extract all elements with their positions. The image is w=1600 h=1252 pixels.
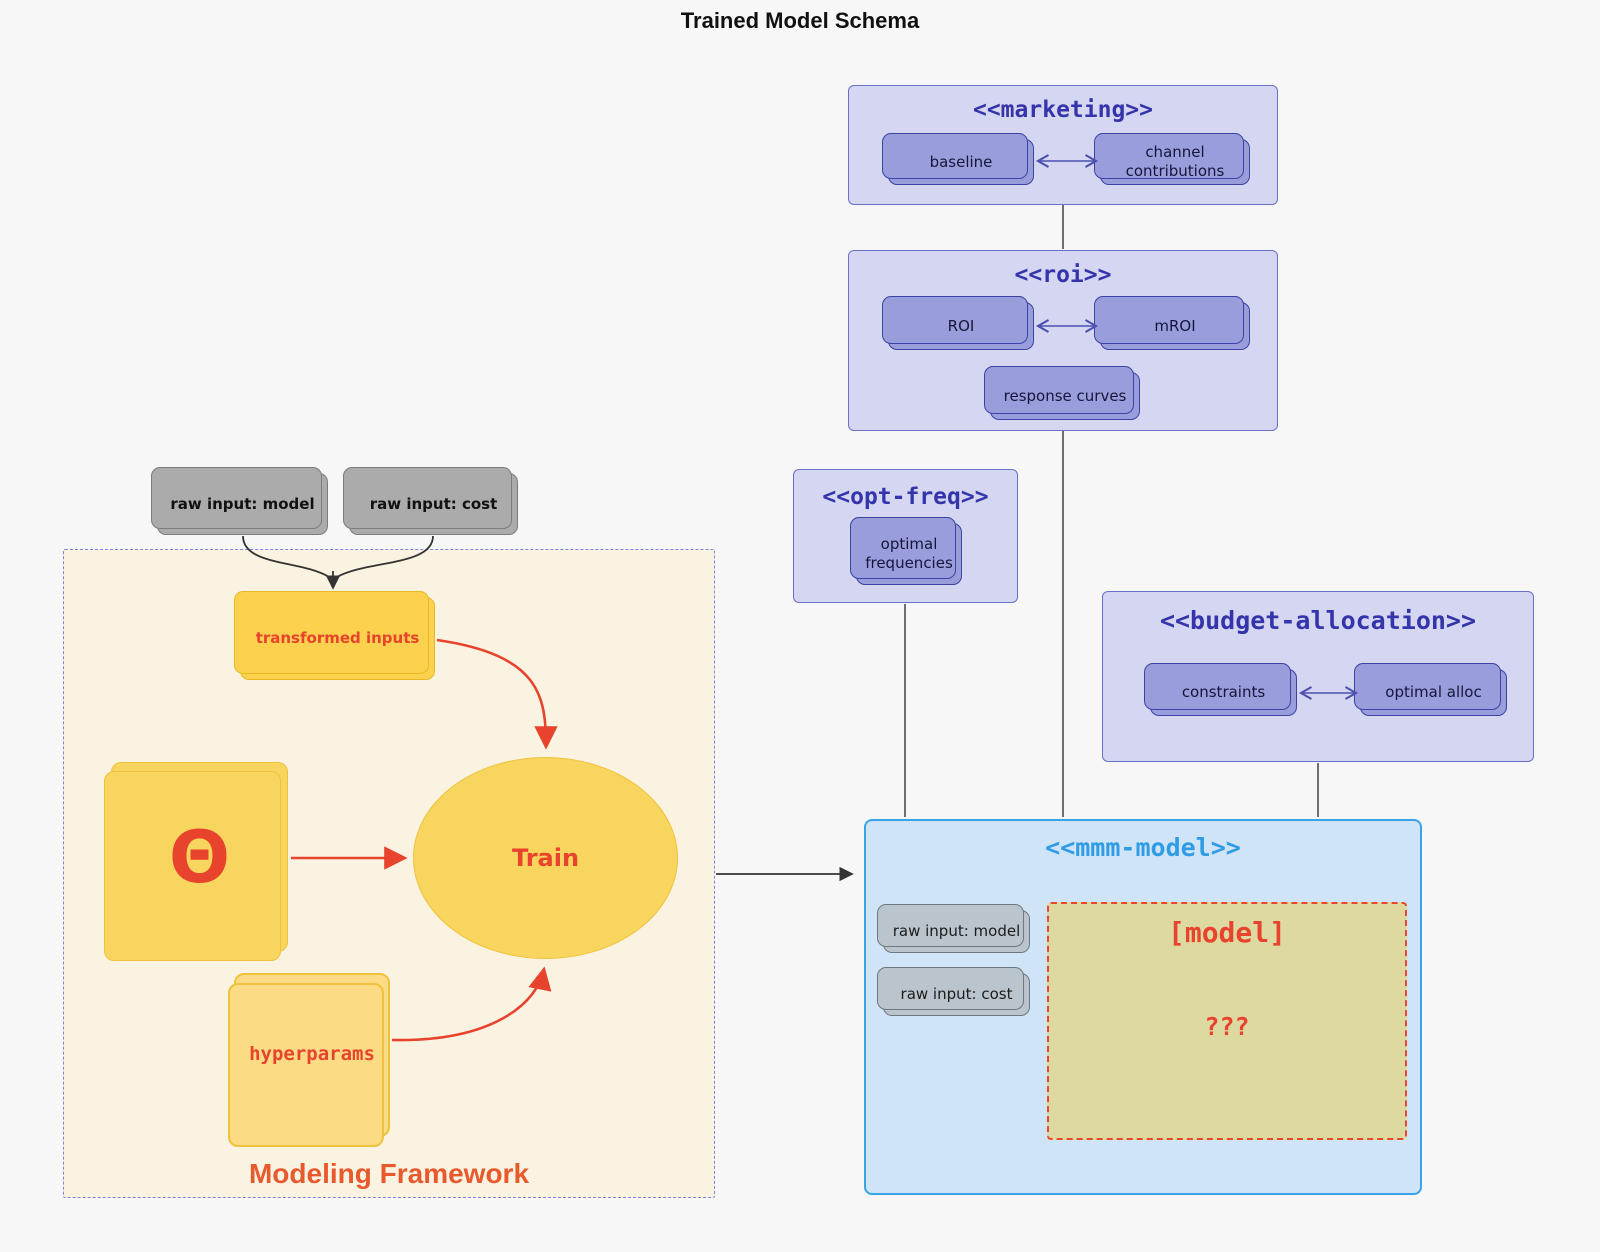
model-box-unknown: ??? xyxy=(1204,1012,1250,1041)
modeling-framework-label: Modeling Framework xyxy=(248,1158,530,1189)
group-marketing-title: <<marketing>> xyxy=(972,97,1153,123)
node-raw-input-model: raw input: model xyxy=(151,467,328,535)
node-transformed-inputs: transformed inputs xyxy=(234,591,435,680)
node-baseline: baseline xyxy=(882,133,1034,185)
node-mmm-raw-input-cost: raw input: cost xyxy=(877,967,1030,1016)
model-box-title: [model] xyxy=(1167,916,1286,949)
group-mmm-model-title: <<mmm-model>> xyxy=(1045,833,1241,862)
node-mroi: mROI xyxy=(1094,296,1250,350)
node-optimal-alloc: optimal alloc xyxy=(1354,663,1507,716)
node-theta: Θ xyxy=(104,762,288,961)
node-mmm-raw-input-model: raw input: model xyxy=(877,904,1030,953)
node-roi: ROI xyxy=(882,296,1034,350)
node-optimal-frequencies: optimal frequencies xyxy=(850,517,962,585)
node-hyperparams: hyperparams xyxy=(228,973,390,1147)
page-title: Trained Model Schema xyxy=(680,8,920,33)
theta-symbol: Θ xyxy=(168,815,231,899)
group-roi-title: <<roi>> xyxy=(1014,262,1112,288)
group-budget-allocation-title: <<budget-allocation>> xyxy=(1159,606,1477,635)
node-train-ellipse: Train xyxy=(413,757,678,959)
node-response-curves: response curves xyxy=(984,366,1140,420)
group-opt-freq-title: <<opt-freq>> xyxy=(822,484,989,510)
node-channel-contributions: channel contributions xyxy=(1094,133,1250,185)
node-model-placeholder-box: [model] ??? xyxy=(1047,902,1407,1140)
node-raw-input-cost: raw input: cost xyxy=(343,467,518,535)
node-constraints: constraints xyxy=(1144,663,1297,716)
